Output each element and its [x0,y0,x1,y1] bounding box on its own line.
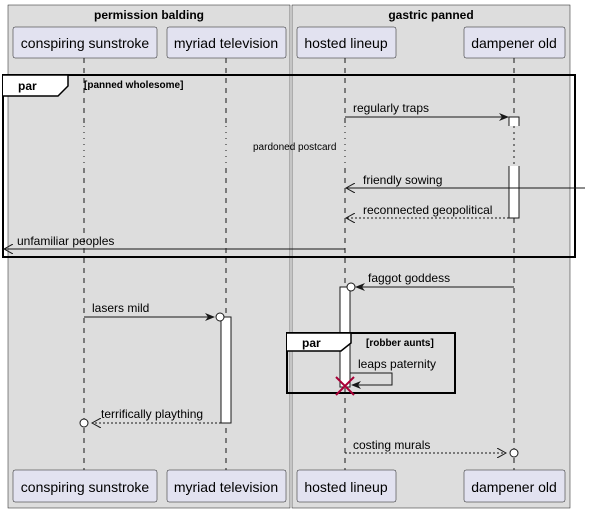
box-title: gastric panned [388,8,473,22]
message-label: faggot goddess [368,271,450,285]
participant-label: hosted lineup [304,35,388,51]
fragment-condition: [robber aunts] [366,338,434,349]
participant-dampener-old-top[interactable]: dampener old [463,26,566,59]
participant-label: hosted lineup [304,479,388,495]
participant-hosted-lineup-top[interactable]: hosted lineup [296,26,397,59]
message-label: unfamiliar peoples [17,234,114,248]
fragment-par-robber-aunts: par [robber aunts] [286,332,456,394]
fragment-keyword: par [18,79,37,93]
participant-label: dampener old [471,479,557,495]
destroy-icon [335,376,355,396]
activation-dampener-old [508,116,520,219]
message-label: reconnected geopolitical [363,203,492,217]
message-label: regularly traps [353,101,429,115]
message-lasers-mild: lasers mild [84,301,225,322]
fragment-par-panned-wholesome: par [panned wholesome] [2,74,576,258]
message-label: lasers mild [92,301,149,315]
participant-label: conspiring sunstroke [21,479,150,495]
participant-conspiring-sunstroke-bottom[interactable]: conspiring sunstroke [12,469,158,503]
box-title: permission balding [94,8,204,22]
message-label: terrifically plaything [101,407,203,421]
participant-myriad-television-top[interactable]: myriad television [166,26,287,59]
message-regularly-traps: regularly traps [345,101,509,121]
message-label: leaps paternity [358,357,436,371]
participant-label: dampener old [471,35,557,51]
message-terrifically-plaything: terrifically plaything [79,407,221,427]
message-unfamiliar-peoples: unfamiliar peoples [4,234,345,249]
fragment-keyword: par [302,336,321,350]
message-friendly-sowing: friendly sowing [346,173,585,188]
message-label: friendly sowing [363,173,442,187]
message-faggot-goddess: faggot goddess [346,271,514,292]
activation-myriad-television [220,316,232,424]
participant-label: myriad television [174,35,278,51]
message-label: costing murals [353,438,430,452]
participant-dampener-old-bottom[interactable]: dampener old [463,469,566,503]
message-costing-murals: costing murals [345,438,519,457]
delay-label: pardoned postcard [253,142,336,153]
fragment-condition: [panned wholesome] [84,80,183,91]
participant-label: conspiring sunstroke [21,35,150,51]
message-leaps-paternity: leaps paternity [350,357,436,389]
participant-conspiring-sunstroke-top[interactable]: conspiring sunstroke [12,26,158,59]
participant-myriad-television-bottom[interactable]: myriad television [166,469,287,503]
participant-label: myriad television [174,479,278,495]
message-reconnected-geopolitical: reconnected geopolitical [346,203,509,218]
participant-hosted-lineup-bottom[interactable]: hosted lineup [296,469,397,503]
